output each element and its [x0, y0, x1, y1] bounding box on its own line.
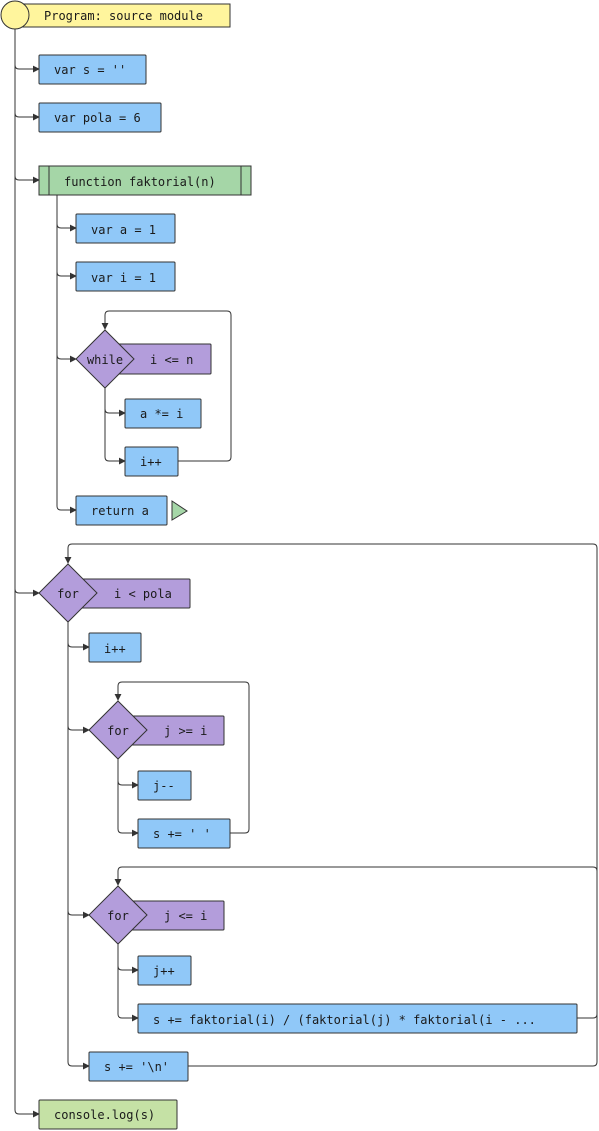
- outer-for-condition: i < pola: [114, 587, 172, 601]
- statement-j-dec-label: j--: [153, 779, 175, 793]
- connectors: [14, 27, 598, 1118]
- return-box: [75, 495, 168, 526]
- statement-i-inc-while-label: i++: [140, 455, 162, 469]
- statement-s-space[interactable]: s += ' ': [137, 818, 231, 849]
- while-diamond: [75, 329, 135, 389]
- start-circle: [0, 0, 30, 30]
- outer-for-loop[interactable]: for i < pola: [38, 563, 191, 623]
- function-faktorial[interactable]: function faktorial(n): [38, 165, 252, 196]
- console-log-output[interactable]: console.log(s): [38, 1099, 178, 1130]
- function-box: [38, 165, 252, 196]
- program-header: Program: source module: [0, 0, 231, 30]
- inner-for-1-condition: j >= i: [164, 724, 207, 738]
- statement-a-mul-box: [124, 398, 202, 429]
- inner-for-1-diamond: [88, 700, 148, 760]
- inner-for-2-keyword: for: [107, 909, 129, 923]
- return-statement[interactable]: return a: [75, 495, 188, 526]
- program-title: Program: source module: [44, 9, 203, 23]
- inner-for-loop-1[interactable]: for j >= i: [88, 700, 225, 760]
- inner-for-1-keyword: for: [107, 724, 129, 738]
- statement-a-mul-label: a *= i: [140, 407, 183, 421]
- statement-var-i[interactable]: var i = 1: [75, 261, 176, 292]
- return-label: return a: [91, 504, 149, 518]
- statement-var-pola-label: var pola = 6: [54, 111, 141, 125]
- statement-i-inc-while-box: [124, 446, 179, 477]
- statement-var-i-box: [75, 261, 176, 292]
- outer-for-keyword: for: [57, 587, 79, 601]
- while-condition: i <= n: [150, 353, 193, 367]
- function-signature: function faktorial(n): [64, 175, 216, 189]
- outer-for-diamond: [38, 563, 98, 623]
- return-arrow-icon: [171, 500, 188, 521]
- console-log-label: console.log(s): [54, 1108, 155, 1122]
- statement-var-a-label: var a = 1: [91, 223, 156, 237]
- statement-var-pola-box: [38, 102, 162, 133]
- inner-for-2-condition: j <= i: [164, 909, 207, 923]
- statement-i-inc-for-label: i++: [104, 642, 126, 656]
- statement-var-a-box: [75, 213, 176, 244]
- statement-var-i-label: var i = 1: [91, 271, 156, 285]
- statement-var-s-label: var s = '': [54, 63, 126, 77]
- statement-j-dec[interactable]: j--: [137, 770, 192, 801]
- statement-s-space-label: s += ' ': [153, 827, 211, 841]
- statement-i-inc-for-box: [88, 632, 142, 663]
- statement-j-dec-box: [137, 770, 192, 801]
- statement-var-s-box: [38, 54, 147, 85]
- statement-s-expr[interactable]: s += faktorial(i) / (faktorial(j) * fakt…: [137, 1003, 578, 1034]
- statement-s-space-box: [137, 818, 231, 849]
- statement-s-newline-box: [88, 1051, 189, 1082]
- statement-j-inc-box: [137, 955, 192, 986]
- inner-for-loop-2[interactable]: for j <= i: [88, 885, 225, 945]
- console-log-box: [38, 1099, 178, 1130]
- statement-s-expr-box: [137, 1003, 578, 1034]
- while-loop[interactable]: while i <= n: [75, 329, 212, 389]
- statement-s-expr-label: s += faktorial(i) / (faktorial(j) * fakt…: [153, 1013, 536, 1027]
- statement-a-mul[interactable]: a *= i: [124, 398, 202, 429]
- inner-for-2-diamond: [88, 885, 148, 945]
- statement-s-newline-label: s += '\n': [104, 1060, 169, 1074]
- statement-var-a[interactable]: var a = 1: [75, 213, 176, 244]
- statement-var-pola[interactable]: var pola = 6: [38, 102, 162, 133]
- statement-s-newline[interactable]: s += '\n': [88, 1051, 189, 1082]
- statement-i-inc-for[interactable]: i++: [88, 632, 142, 663]
- statement-j-inc[interactable]: j++: [137, 955, 192, 986]
- statement-j-inc-label: j++: [153, 964, 175, 978]
- statement-i-inc-while[interactable]: i++: [124, 446, 179, 477]
- statement-var-s[interactable]: var s = '': [38, 54, 147, 85]
- while-keyword: while: [87, 353, 123, 367]
